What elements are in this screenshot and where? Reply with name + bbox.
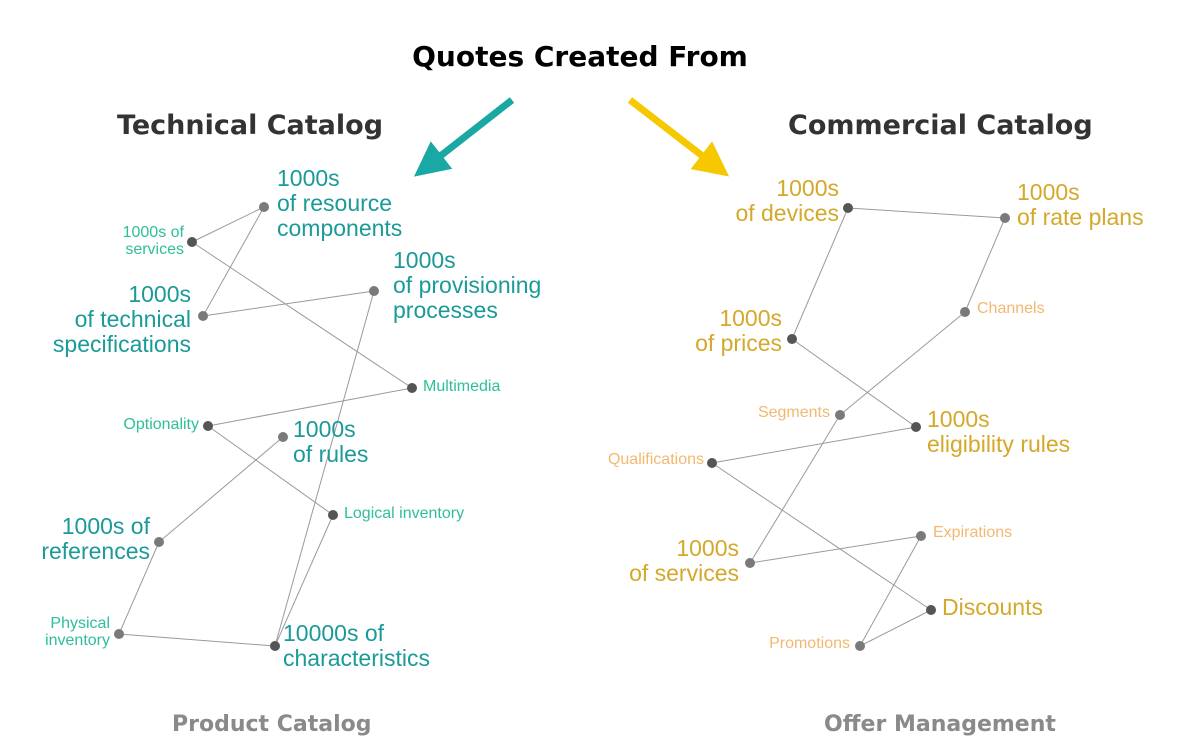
label-qualifications: Qualifications bbox=[607, 451, 704, 468]
footer-offer-management: Offer Management bbox=[824, 712, 1056, 737]
edge bbox=[207, 387, 413, 427]
edge bbox=[749, 535, 922, 564]
node-channels bbox=[960, 307, 970, 317]
label-physical-inventory: Physical inventory bbox=[45, 615, 110, 650]
node-qualifications bbox=[707, 458, 717, 468]
label-multimedia: Multimedia bbox=[423, 378, 501, 395]
label-segments: Segments bbox=[757, 404, 830, 421]
node-references bbox=[154, 537, 164, 547]
label-eligibility-rules: 1000s eligibility rules bbox=[927, 406, 1071, 457]
node-discounts bbox=[926, 605, 936, 615]
label-technical-specifications: 1000s of technical specifications bbox=[52, 281, 191, 357]
edge bbox=[791, 338, 917, 428]
edge bbox=[749, 414, 841, 564]
label-promotions: Promotions bbox=[769, 635, 850, 652]
node-services bbox=[187, 237, 197, 247]
edge bbox=[964, 217, 1006, 313]
edge bbox=[859, 535, 922, 647]
edge bbox=[207, 425, 334, 516]
edge bbox=[191, 206, 265, 243]
node-rules bbox=[278, 432, 288, 442]
label-discounts: Discounts bbox=[942, 594, 1043, 620]
footer-product-catalog: Product Catalog bbox=[172, 712, 372, 737]
node-devices bbox=[843, 203, 853, 213]
edge bbox=[202, 206, 265, 317]
label-references: 1000s of references bbox=[41, 513, 150, 564]
node-multimedia bbox=[407, 383, 417, 393]
label-characteristics: 10000s of characteristics bbox=[283, 620, 430, 671]
label-rules: 1000s of rules bbox=[293, 416, 369, 467]
commercial-catalog-title: Commercial Catalog bbox=[788, 110, 1093, 141]
edge bbox=[847, 207, 1006, 219]
label-commercial-services: 1000s of services bbox=[629, 535, 739, 586]
label-devices: 1000s of devices bbox=[735, 175, 839, 226]
node-resource-components bbox=[259, 202, 269, 212]
edge bbox=[274, 514, 334, 647]
node-segments bbox=[835, 410, 845, 420]
edge bbox=[118, 541, 160, 635]
label-logical-inventory: Logical inventory bbox=[344, 505, 465, 522]
label-expirations: Expirations bbox=[933, 524, 1013, 541]
node-promotions bbox=[855, 641, 865, 651]
edge bbox=[711, 462, 932, 611]
node-prices bbox=[787, 334, 797, 344]
node-rate-plans bbox=[1000, 213, 1010, 223]
node-eligibility bbox=[911, 422, 921, 432]
node-physical-inventory bbox=[114, 629, 124, 639]
label-channels: Channels bbox=[977, 300, 1045, 317]
label-prices: 1000s of prices bbox=[695, 305, 782, 356]
label-optionality: Optionality bbox=[123, 416, 199, 433]
label-resource-components: 1000s of resource components bbox=[277, 165, 403, 241]
edge bbox=[274, 290, 375, 647]
node-expirations bbox=[916, 531, 926, 541]
node-optionality bbox=[203, 421, 213, 431]
node-characteristics bbox=[270, 641, 280, 651]
label-rate-plans: 1000s of rate plans bbox=[1017, 179, 1144, 230]
node-commercial-services bbox=[745, 558, 755, 568]
technical-catalog-title: Technical Catalog bbox=[117, 110, 384, 141]
edge bbox=[859, 609, 932, 647]
arrow-to-commercial bbox=[627, 97, 730, 177]
main-title: Quotes Created From bbox=[412, 40, 748, 73]
node-logical-inventory bbox=[328, 510, 338, 520]
label-provisioning: 1000s of provisioning processes bbox=[393, 247, 542, 323]
edge bbox=[791, 207, 849, 340]
edge bbox=[158, 436, 284, 543]
edge bbox=[118, 633, 276, 647]
edge bbox=[191, 241, 413, 389]
node-tech-specs bbox=[198, 311, 208, 321]
arrow-to-technical bbox=[413, 97, 515, 177]
node-provisioning bbox=[369, 286, 379, 296]
edge bbox=[711, 426, 917, 464]
edge bbox=[202, 290, 375, 317]
edge bbox=[839, 311, 966, 416]
label-services: 1000s of services bbox=[122, 224, 184, 259]
